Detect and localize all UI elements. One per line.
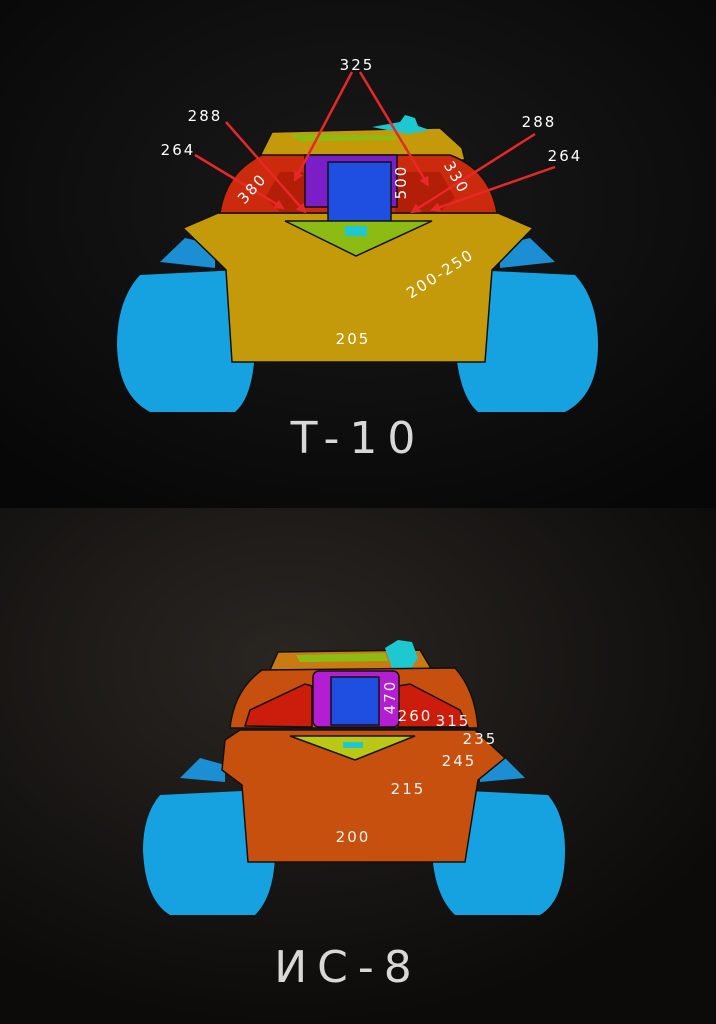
t10-driver-port bbox=[345, 226, 367, 236]
label-260: 260 bbox=[398, 707, 433, 725]
arrow-288-left bbox=[225, 121, 307, 214]
arrow-288-right bbox=[410, 132, 536, 214]
callout-264-left: 264 bbox=[161, 141, 196, 159]
label-205: 205 bbox=[336, 330, 371, 348]
is8-cupola bbox=[385, 640, 418, 670]
is8-hull bbox=[221, 729, 507, 863]
label-235: 235 bbox=[463, 730, 498, 748]
is8-tank: 470 260 315 235 245 215 200 bbox=[143, 640, 565, 915]
label-245: 245 bbox=[442, 752, 477, 770]
label-500: 500 bbox=[392, 165, 410, 200]
t10-left-track bbox=[117, 270, 255, 412]
label-315: 315 bbox=[436, 712, 471, 730]
t10-title: T-10 bbox=[290, 413, 426, 464]
t10-lower-plate bbox=[284, 220, 433, 257]
arrow-264-right bbox=[430, 165, 556, 213]
t10-right-track bbox=[455, 270, 598, 412]
is8-title: ИС-8 bbox=[274, 942, 422, 993]
callout-264-right: 264 bbox=[548, 147, 583, 165]
t10-cupola bbox=[372, 115, 430, 134]
arrow-325-right bbox=[358, 71, 430, 187]
is8-left-track bbox=[143, 790, 275, 915]
callout-288-left: 288 bbox=[188, 107, 223, 125]
label-215: 215 bbox=[391, 780, 426, 798]
callout-288-right: 288 bbox=[522, 113, 557, 131]
t10-turret-inner-right bbox=[395, 172, 455, 212]
arrow-325-left bbox=[293, 71, 354, 182]
callout-325: 325 bbox=[340, 56, 375, 74]
is8-hatch bbox=[296, 653, 388, 662]
is8-left-fender bbox=[180, 758, 225, 782]
is8-gun-mantle bbox=[330, 676, 380, 726]
is8-turret-cheek-left bbox=[243, 683, 313, 728]
is8-driver-port bbox=[343, 742, 363, 748]
label-200: 200 bbox=[336, 828, 371, 846]
t10-gun-mantle bbox=[327, 161, 392, 227]
t10-arrows bbox=[194, 71, 556, 214]
label-470: 470 bbox=[381, 680, 399, 715]
arrow-264-left bbox=[194, 153, 285, 210]
t10-tank: 325 288 264 288 264 380 500 330 200-250 … bbox=[117, 56, 598, 412]
